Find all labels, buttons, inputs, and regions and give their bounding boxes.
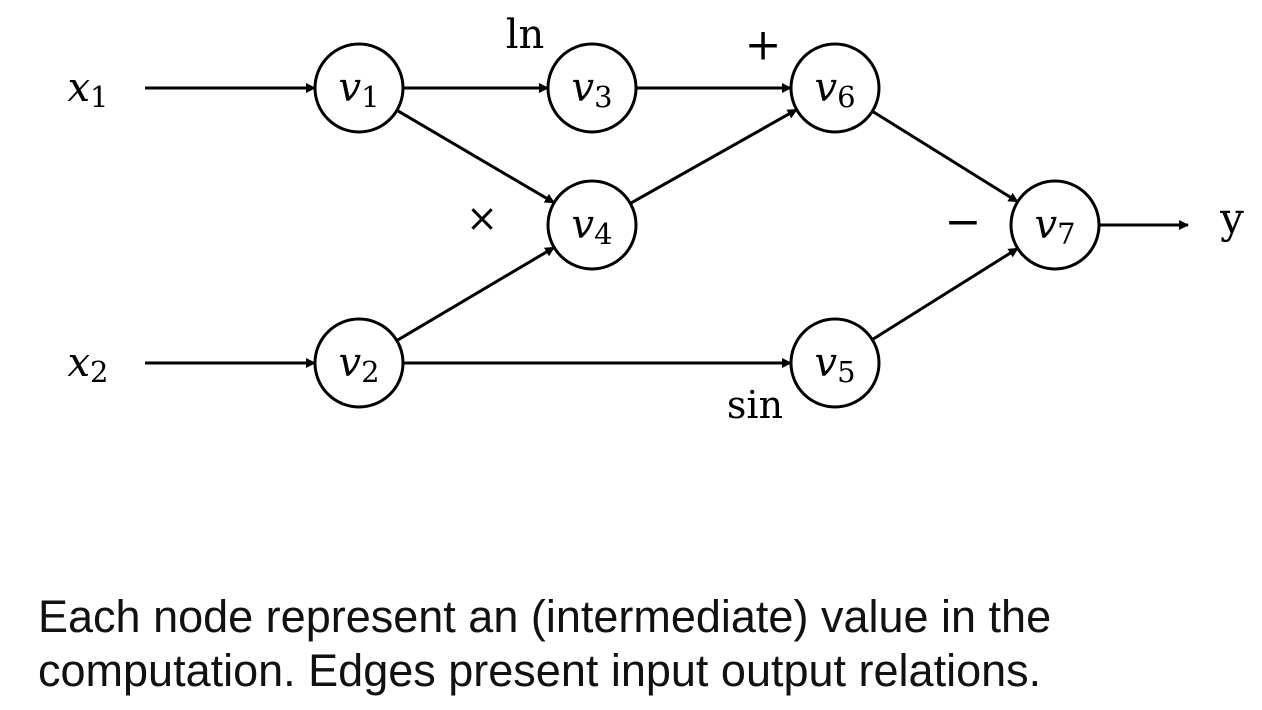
edge-v1-v4: [396, 109, 555, 204]
node-label-v1: v1: [338, 65, 379, 114]
node-label-v3: v3: [571, 65, 612, 114]
node-v6: v6: [789, 42, 881, 134]
node-circle: [546, 179, 638, 271]
computation-graph: v1 v2 v3 v4 v5 v6 v7 x1 x2 y ln × sin + −: [67, 12, 1244, 427]
node-v7: v7: [1009, 179, 1101, 271]
output-label-y: y: [1219, 194, 1244, 243]
edge-v6-v7: [871, 109, 1019, 204]
node-label-v5: v5: [814, 340, 855, 389]
operation-label-v5: sin: [727, 383, 783, 427]
node-circle: [1009, 179, 1101, 271]
node-label-v4: v4: [571, 202, 612, 251]
caption-line-2: computation. Edges present input output …: [38, 645, 1042, 696]
input-label-x2: x2: [67, 340, 108, 389]
node-circle: [789, 42, 881, 134]
node-v3: v3: [546, 42, 638, 134]
node-circle: [313, 42, 405, 134]
edge-v2-v4: [396, 246, 556, 342]
node-label-v6: v6: [814, 65, 855, 114]
node-circle: [546, 42, 638, 134]
operation-label-v3: ln: [506, 12, 545, 58]
node-v4: v4: [546, 179, 638, 271]
node-circle: [789, 317, 881, 409]
node-label-v7: v7: [1034, 202, 1075, 251]
operation-label-v7: −: [945, 197, 982, 248]
caption-line-1: Each node represent an (intermediate) va…: [38, 591, 1052, 642]
operation-label-v4: ×: [466, 196, 498, 240]
node-v5: v5: [789, 317, 881, 409]
node-circle: [313, 317, 405, 409]
edge-v4-v6: [629, 108, 798, 205]
edge-v5-v7: [871, 247, 1019, 341]
input-label-x1: x1: [67, 65, 108, 114]
node-v2: v2: [313, 317, 405, 409]
operation-label-v6: +: [745, 20, 782, 71]
node-label-v2: v2: [338, 340, 379, 389]
node-v1: v1: [313, 42, 405, 134]
caption: Each node represent an (intermediate) va…: [38, 590, 1238, 698]
